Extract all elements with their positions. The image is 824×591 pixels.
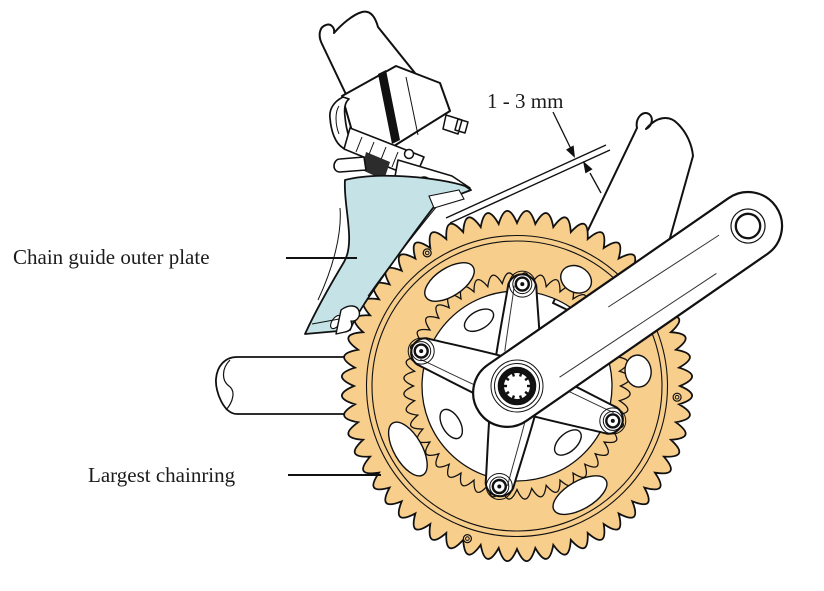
axle-spline-tooth bbox=[511, 372, 516, 377]
callouts: Chain guide outer plate Largest chainrin… bbox=[13, 245, 381, 487]
arrowhead-lower bbox=[583, 161, 593, 174]
rim-rivet bbox=[462, 533, 472, 544]
pivot-bolt-small bbox=[403, 148, 415, 160]
chain-guide-outer-plate-label: Chain guide outer plate bbox=[13, 245, 210, 269]
clearance-dimension: 1 - 3 mm bbox=[445, 89, 611, 224]
rim-rivet-center bbox=[674, 394, 680, 400]
web-cutout bbox=[387, 421, 428, 477]
chainring-bolt bbox=[485, 473, 513, 500]
axle-splines bbox=[503, 372, 531, 400]
chainring-bolt bbox=[407, 337, 435, 365]
clamp-seam bbox=[378, 70, 400, 144]
web-cutout bbox=[424, 262, 475, 302]
chainring-bolt-center bbox=[610, 418, 615, 423]
chainring-bolt-center bbox=[520, 282, 525, 287]
axle-spline-tooth bbox=[518, 395, 523, 400]
axle-spline-tooth bbox=[511, 395, 516, 400]
rim-rivet-center bbox=[424, 250, 430, 256]
plate-top-facet bbox=[428, 189, 465, 209]
dimension-leader-lower bbox=[589, 172, 602, 194]
pedal-eye-bore bbox=[734, 212, 762, 240]
web-cutout bbox=[439, 408, 464, 440]
largest-chainring-label: Largest chainring bbox=[88, 463, 236, 487]
chainring-bolt bbox=[602, 410, 623, 431]
linkage-dark-wedge bbox=[362, 152, 390, 180]
web-cutout bbox=[553, 429, 582, 456]
linkage-spring-hatches bbox=[355, 136, 399, 168]
chainring-bolt bbox=[489, 476, 510, 497]
rim-rivet bbox=[672, 392, 682, 402]
plate-inner-edge-line bbox=[367, 205, 438, 297]
rim-inner-arc-inner bbox=[371, 240, 663, 532]
plate-left-edge-line bbox=[317, 207, 341, 301]
front-derailleur bbox=[304, 10, 472, 335]
clamp-detail-line bbox=[405, 76, 419, 136]
inner-cage-hook bbox=[335, 305, 361, 335]
rim-inner-arc-outer bbox=[365, 234, 669, 538]
axle-spline-tooth bbox=[504, 376, 510, 382]
crank-axle-hub bbox=[490, 359, 544, 413]
axle-spline-tooth bbox=[524, 390, 530, 396]
web-cutout bbox=[560, 264, 593, 294]
rim-rivet bbox=[422, 248, 432, 258]
arrowhead-upper bbox=[566, 145, 575, 158]
chainring-bolt bbox=[508, 270, 536, 298]
axle-spline-tooth bbox=[504, 390, 510, 396]
chainring-bolt bbox=[411, 341, 432, 362]
chainring-bolt bbox=[512, 274, 533, 295]
crank-arm bbox=[472, 190, 784, 428]
gap-line-upper bbox=[445, 144, 607, 219]
clamp-bulge-line bbox=[335, 105, 340, 135]
chainstay-tube bbox=[215, 356, 379, 415]
clearance-label: 1 - 3 mm bbox=[487, 89, 563, 113]
chainring-bolt-center bbox=[419, 349, 424, 354]
chainstay-break-line bbox=[222, 359, 234, 411]
crankset bbox=[341, 190, 784, 562]
axle-spline-tooth bbox=[524, 376, 530, 382]
chainring-bolts bbox=[407, 270, 627, 500]
web-cutout bbox=[463, 308, 495, 333]
linkage-left-tab bbox=[333, 156, 367, 173]
chainring-bolt-center bbox=[497, 484, 502, 489]
rim-rivet-center bbox=[465, 536, 470, 541]
dimension-leader-upper bbox=[552, 111, 572, 150]
chain-guide-outer-plate bbox=[304, 174, 472, 335]
rim-rivets bbox=[422, 248, 682, 544]
chainring-bolt bbox=[599, 407, 627, 435]
clamp-bolt bbox=[442, 114, 469, 135]
chainring-cutouts bbox=[387, 262, 652, 516]
web-cutout bbox=[552, 475, 608, 516]
axle-spline-tooth bbox=[518, 372, 523, 377]
web-cutout bbox=[624, 354, 652, 388]
